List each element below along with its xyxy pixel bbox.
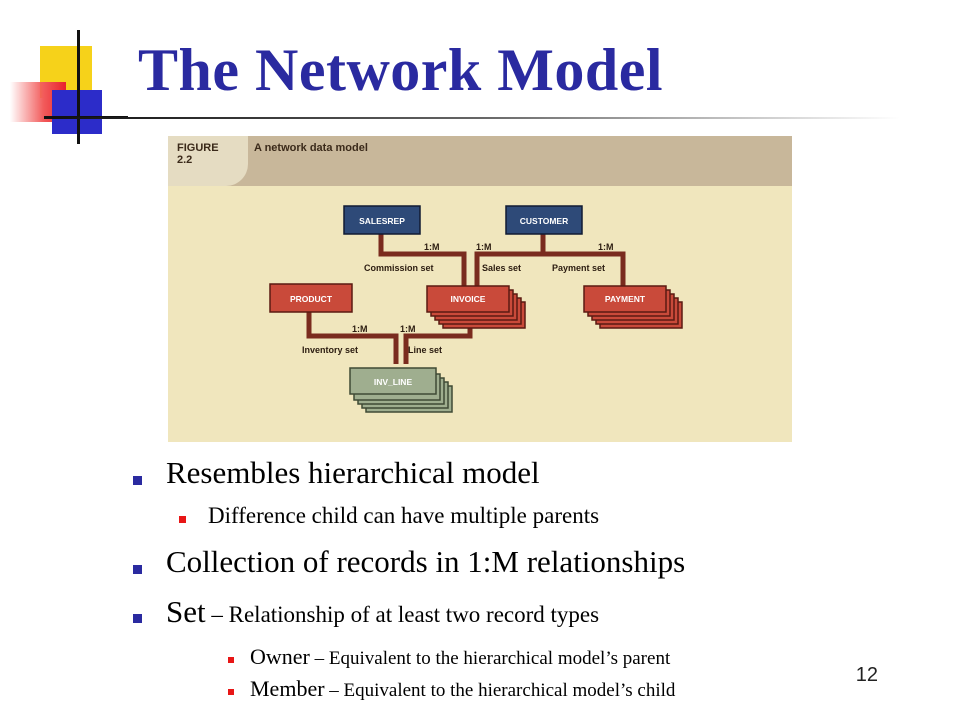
label-commission-set: Commission set <box>364 263 434 273</box>
entity-salesrep: SALESREP <box>359 216 405 226</box>
bullet-3: Set – Relationship of at least two recor… <box>166 594 599 630</box>
label-inventory-set: Inventory set <box>302 345 358 355</box>
card-commission-set: 1:M <box>424 242 440 252</box>
bullet-3-2-term: Member <box>250 676 325 701</box>
page-number: 12 <box>855 664 878 686</box>
logo-vertical-line <box>77 30 80 144</box>
figure-number-tab: FIGURE 2.2 <box>168 136 248 186</box>
label-line-set: Line set <box>408 345 442 355</box>
entity-product: PRODUCT <box>290 294 333 304</box>
sub-bullet-marker <box>228 689 234 695</box>
bullet-2: Collection of records in 1:M relationshi… <box>166 544 686 579</box>
entity-invoice: INVOICE <box>451 294 486 304</box>
corner-logo <box>0 0 140 150</box>
bullet-marker <box>133 476 142 485</box>
entity-customer: CUSTOMER <box>520 216 569 226</box>
card-inventory-set: 1:M <box>352 324 368 334</box>
card-sales-set: 1:M <box>476 242 492 252</box>
label-payment-set: Payment set <box>552 263 605 273</box>
bullet-3-2-text: – Equivalent to the hierarchical model’s… <box>324 680 676 701</box>
bullet-marker <box>133 614 142 623</box>
invoice-stack <box>426 285 526 329</box>
link-commission-set <box>378 234 467 286</box>
bullet-1: Resembles hierarchical model <box>166 455 540 490</box>
bullet-1-1: Difference child can have multiple paren… <box>208 503 600 528</box>
inv-line-stack <box>349 367 453 413</box>
bullet-3-1-text: – Equivalent to the hierarchical model’s… <box>309 648 671 669</box>
bullet-3-term: Set <box>166 594 206 629</box>
product-box <box>269 283 353 313</box>
figure-caption: A network data model <box>254 142 368 154</box>
bullet-3-1-term: Owner <box>250 644 310 669</box>
link-inventory-set <box>306 312 399 364</box>
bullet-3-text: – Relationship of at least two record ty… <box>205 602 600 627</box>
slide-title: The Network Model <box>138 37 664 103</box>
network-diagram: SALESREP CUSTOMER PRODUCT INVOICE PAYMEN… <box>269 205 683 413</box>
link-payment-set <box>540 234 626 286</box>
sub-bullet-marker <box>228 657 234 663</box>
entity-inv-line: INV_LINE <box>374 377 413 387</box>
label-sales-set: Sales set <box>482 263 521 273</box>
figure-number: FIGURE 2.2 <box>177 142 219 166</box>
figure-header <box>168 136 792 186</box>
bullet-3-2: Member – Equivalent to the hierarchical … <box>250 676 675 702</box>
customer-box <box>505 205 583 235</box>
title-underline <box>60 117 900 119</box>
card-payment-set: 1:M <box>598 242 614 252</box>
bullet-marker <box>133 565 142 574</box>
payment-stack <box>583 285 683 329</box>
network-model-figure: FIGURE 2.2 A network data model <box>168 136 792 442</box>
sub-bullet-marker <box>179 516 186 523</box>
bullet-3-1: Owner – Equivalent to the hierarchical m… <box>250 644 670 670</box>
entity-payment: PAYMENT <box>605 294 646 304</box>
card-line-set: 1:M <box>400 324 416 334</box>
salesrep-box <box>343 205 421 235</box>
